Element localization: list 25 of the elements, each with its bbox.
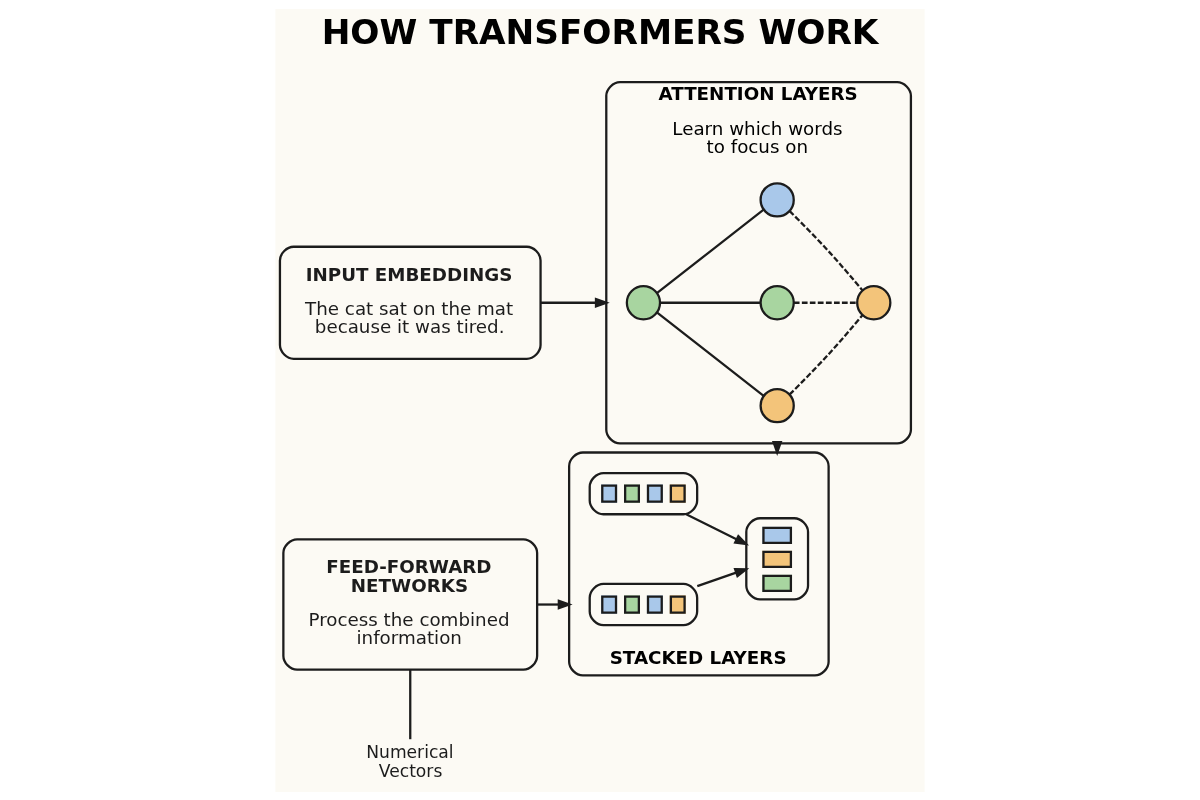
connector	[656, 208, 765, 294]
connector	[656, 311, 765, 397]
connector	[409, 669, 412, 739]
node-circle	[856, 284, 892, 320]
connector	[788, 209, 864, 291]
connector	[793, 301, 858, 304]
node-bar	[588, 582, 699, 626]
connector	[788, 314, 864, 395]
node-box: FEED-FORWARD NETWORKS Process the combined information	[282, 537, 539, 671]
arrow	[685, 512, 750, 545]
node-bar	[588, 471, 699, 515]
cluster: STACKED LAYERS	[568, 450, 830, 677]
diagram-title: HOW TRANSFORMERS WORK	[321, 11, 879, 52]
arrow	[537, 598, 573, 610]
node-text: Numerical Vectors	[366, 741, 454, 781]
node-circle	[759, 387, 795, 423]
node-bar	[745, 516, 810, 601]
node-box: INPUT EMBEDDINGS The cat sat on the mat because it was tired.	[278, 245, 542, 360]
connector	[660, 301, 761, 304]
arrow	[540, 297, 610, 308]
arrow	[696, 567, 750, 587]
node-circle	[759, 181, 795, 218]
node-circle	[759, 284, 795, 320]
cluster: ATTENTION LAYERS Learn which words to focus on	[605, 80, 913, 444]
node-circle	[625, 284, 662, 320]
